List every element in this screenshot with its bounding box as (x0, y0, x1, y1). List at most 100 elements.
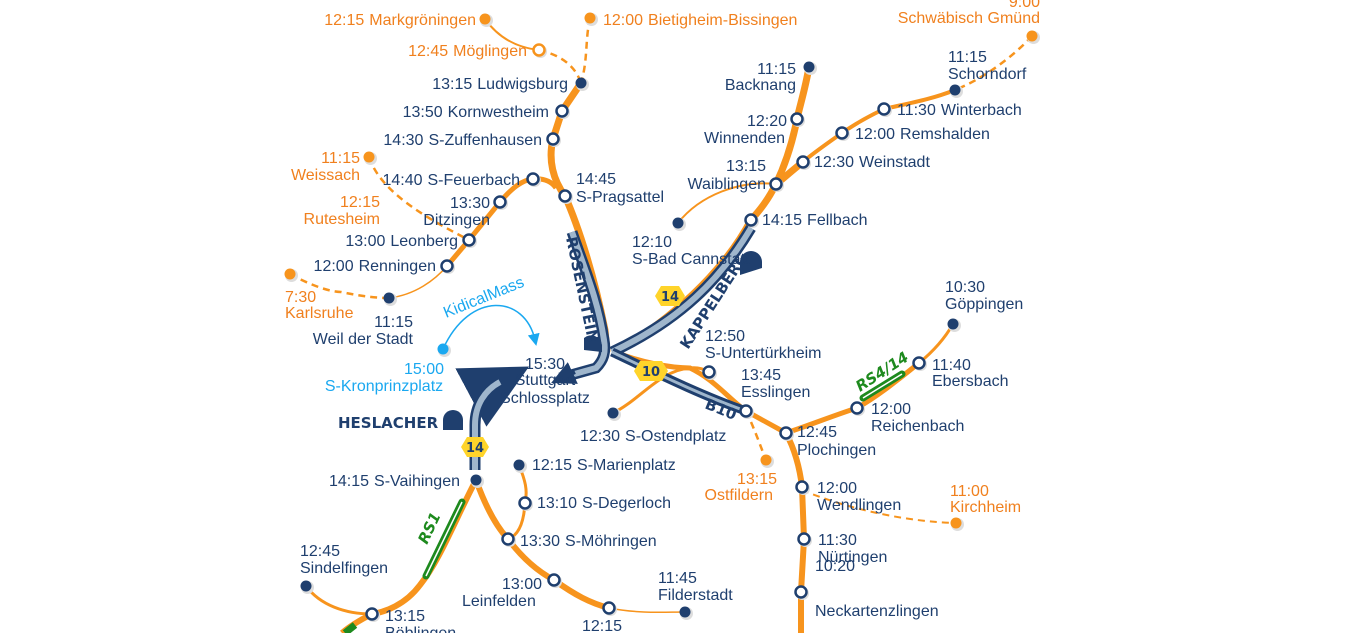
station-bernhausen[interactable]: 12:15 (582, 601, 622, 633)
station-dot-icon[interactable] (679, 606, 691, 618)
station-dot-icon[interactable] (546, 132, 560, 146)
station-dot-icon[interactable] (462, 233, 476, 247)
station-dot-icon[interactable] (501, 532, 515, 546)
station-name: Kornwestheim (448, 104, 549, 121)
station-name: Bietigheim-Bissingen (648, 12, 797, 29)
station-dot-icon[interactable] (947, 318, 959, 330)
station-dot-icon[interactable] (877, 102, 891, 116)
station-dot-icon[interactable] (607, 407, 619, 419)
station-dot-icon[interactable] (795, 480, 809, 494)
station-dot-icon[interactable] (850, 401, 864, 415)
station-dot-icon[interactable] (558, 189, 572, 203)
station-dot-icon[interactable] (779, 426, 793, 440)
station-pragsattel[interactable]: 14:45S-Pragsattel (558, 171, 665, 206)
station-dot-icon[interactable] (479, 13, 491, 25)
station-dot-icon[interactable] (949, 84, 961, 96)
station-dot-icon[interactable] (739, 404, 753, 418)
station-dot-icon[interactable] (760, 454, 772, 466)
station-dot-icon[interactable] (794, 585, 808, 599)
station-dot-icon[interactable] (790, 112, 804, 126)
station-kronprinzplatz[interactable]: 15:00S-Kronprinzplatz (325, 343, 451, 396)
station-dot-icon[interactable] (526, 172, 540, 186)
station-dot-icon[interactable] (493, 195, 507, 209)
station-dot-icon[interactable] (555, 104, 569, 118)
station-dot-icon[interactable] (769, 177, 783, 191)
station-name: Sindelfingen (300, 560, 388, 577)
station-boeblingen[interactable]: 13:15Böblingen (365, 607, 457, 633)
station-dot-icon[interactable] (672, 217, 684, 229)
station-dot-icon[interactable] (1026, 30, 1038, 42)
station-dot-icon[interactable] (575, 77, 587, 89)
station-dot-icon[interactable] (803, 61, 815, 73)
station-dot-icon[interactable] (584, 12, 596, 24)
station-name: Fellbach (807, 212, 867, 229)
station-name: Göppingen (945, 296, 1023, 313)
station-name: Remshalden (900, 126, 990, 143)
station-dot-icon[interactable] (702, 365, 716, 379)
station-dot-icon[interactable] (440, 259, 454, 273)
station-dot-icon[interactable] (383, 292, 395, 304)
station-dot-icon[interactable] (797, 532, 811, 546)
station-dot-icon[interactable] (470, 474, 482, 486)
station-dot-icon[interactable] (744, 213, 758, 227)
station-dot-icon[interactable] (796, 155, 810, 169)
station-dot-icon[interactable] (300, 580, 312, 592)
station-dot-icon[interactable] (513, 459, 525, 471)
station-dot-icon[interactable] (602, 601, 616, 615)
station-untertuerkheim[interactable]: 12:50S-Untertürkheim (702, 328, 822, 380)
station-dot-icon[interactable] (363, 151, 375, 163)
station-cannstatt[interactable]: 12:10S-Bad Cannstatt (632, 217, 750, 269)
station-dot-icon[interactable] (365, 607, 379, 621)
station-dot-icon[interactable] (518, 496, 532, 510)
station-dot-icon[interactable] (547, 573, 561, 587)
station-dot-icon[interactable] (437, 343, 449, 355)
station-dot-icon[interactable] (532, 43, 546, 57)
station-dot-icon[interactable] (912, 356, 926, 370)
station-dot-icon[interactable] (284, 268, 296, 280)
station-dot-icon[interactable] (835, 126, 849, 140)
station-dot-icon[interactable] (950, 517, 962, 529)
